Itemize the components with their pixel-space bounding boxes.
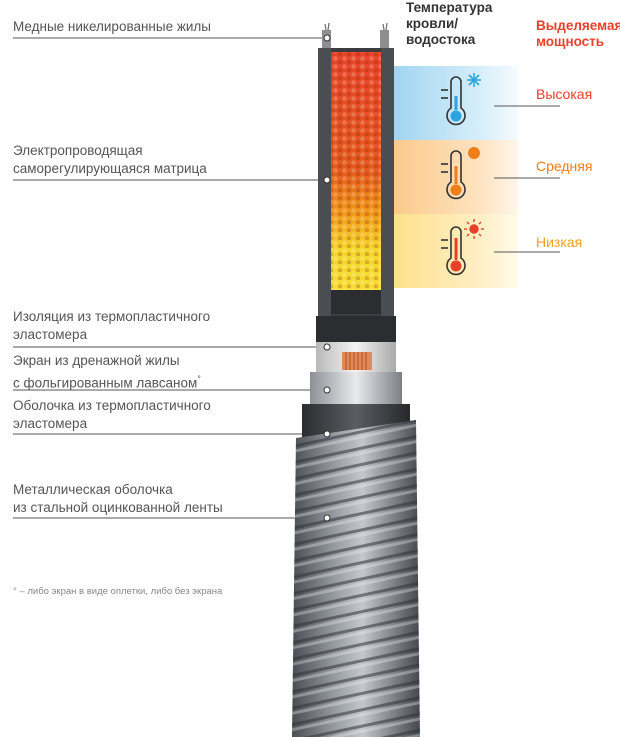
sun-rays-icon [464,219,484,239]
label-metal-line2: из стальной оцинкованной ленты [13,500,223,515]
label-screen-line2: с фольгированным лавсаном° [13,370,201,393]
thermometer-cold-icon [441,76,466,126]
sun-dot-icon [468,147,480,159]
header-temperature: Температура кровли/ водостока [406,0,492,48]
label-screen-line1: Экран из дренажной жилы [13,353,180,368]
header-power-line1: Выделяемая [536,18,620,33]
label-screen-line2-text: с фольгированным лавсаном [13,375,198,391]
header-power: Выделяемая мощность [536,18,620,50]
level-low: Низкая [536,234,583,250]
conductive-matrix [318,48,394,316]
label-insulation-line1: Изоляция из термопластичного [13,309,211,324]
label-screen-mark: ° [197,374,201,384]
label-metal: Металлическая оболочка из стальной оцинк… [13,481,223,517]
header-power-line2: мощность [536,34,605,49]
level-medium: Средняя [536,158,593,174]
label-sheath-line1: Оболочка из термопластичного [13,398,211,413]
label-sheath-line2: эластомера [13,416,88,431]
snowflake-icon [467,73,481,87]
label-insulation-line2: эластомера [13,327,88,342]
label-insulation: Изоляция из термопластичного эластомера [13,308,210,344]
insulation-layer [316,316,396,342]
level-high: Высокая [536,86,593,102]
label-sheath: Оболочка из термопластичного эластомера [13,397,211,433]
header-temperature-line2: кровли/ [406,16,458,31]
label-screen: Экран из дренажной жилы с фольгированным… [13,352,201,393]
metal-armour [292,420,420,737]
footnote: ° – либо экран в виде оплетки, либо без … [13,586,223,597]
header-temperature-line1: Температура [406,0,493,15]
label-matrix: Электропроводящая саморегулирующаяся мат… [13,142,207,178]
label-matrix-line1: Электропроводящая [13,143,143,158]
label-metal-line1: Металлическая оболочка [13,482,173,497]
thermometer-warm-icon [441,150,466,200]
label-copper-wires: Медные никелированные жилы [13,19,212,34]
thermometer-hot-icon [441,226,466,276]
header-temperature-line3: водостока [406,32,476,47]
label-matrix-line2: саморегулирующаяся матрица [13,161,207,176]
foil-screen [310,372,402,404]
